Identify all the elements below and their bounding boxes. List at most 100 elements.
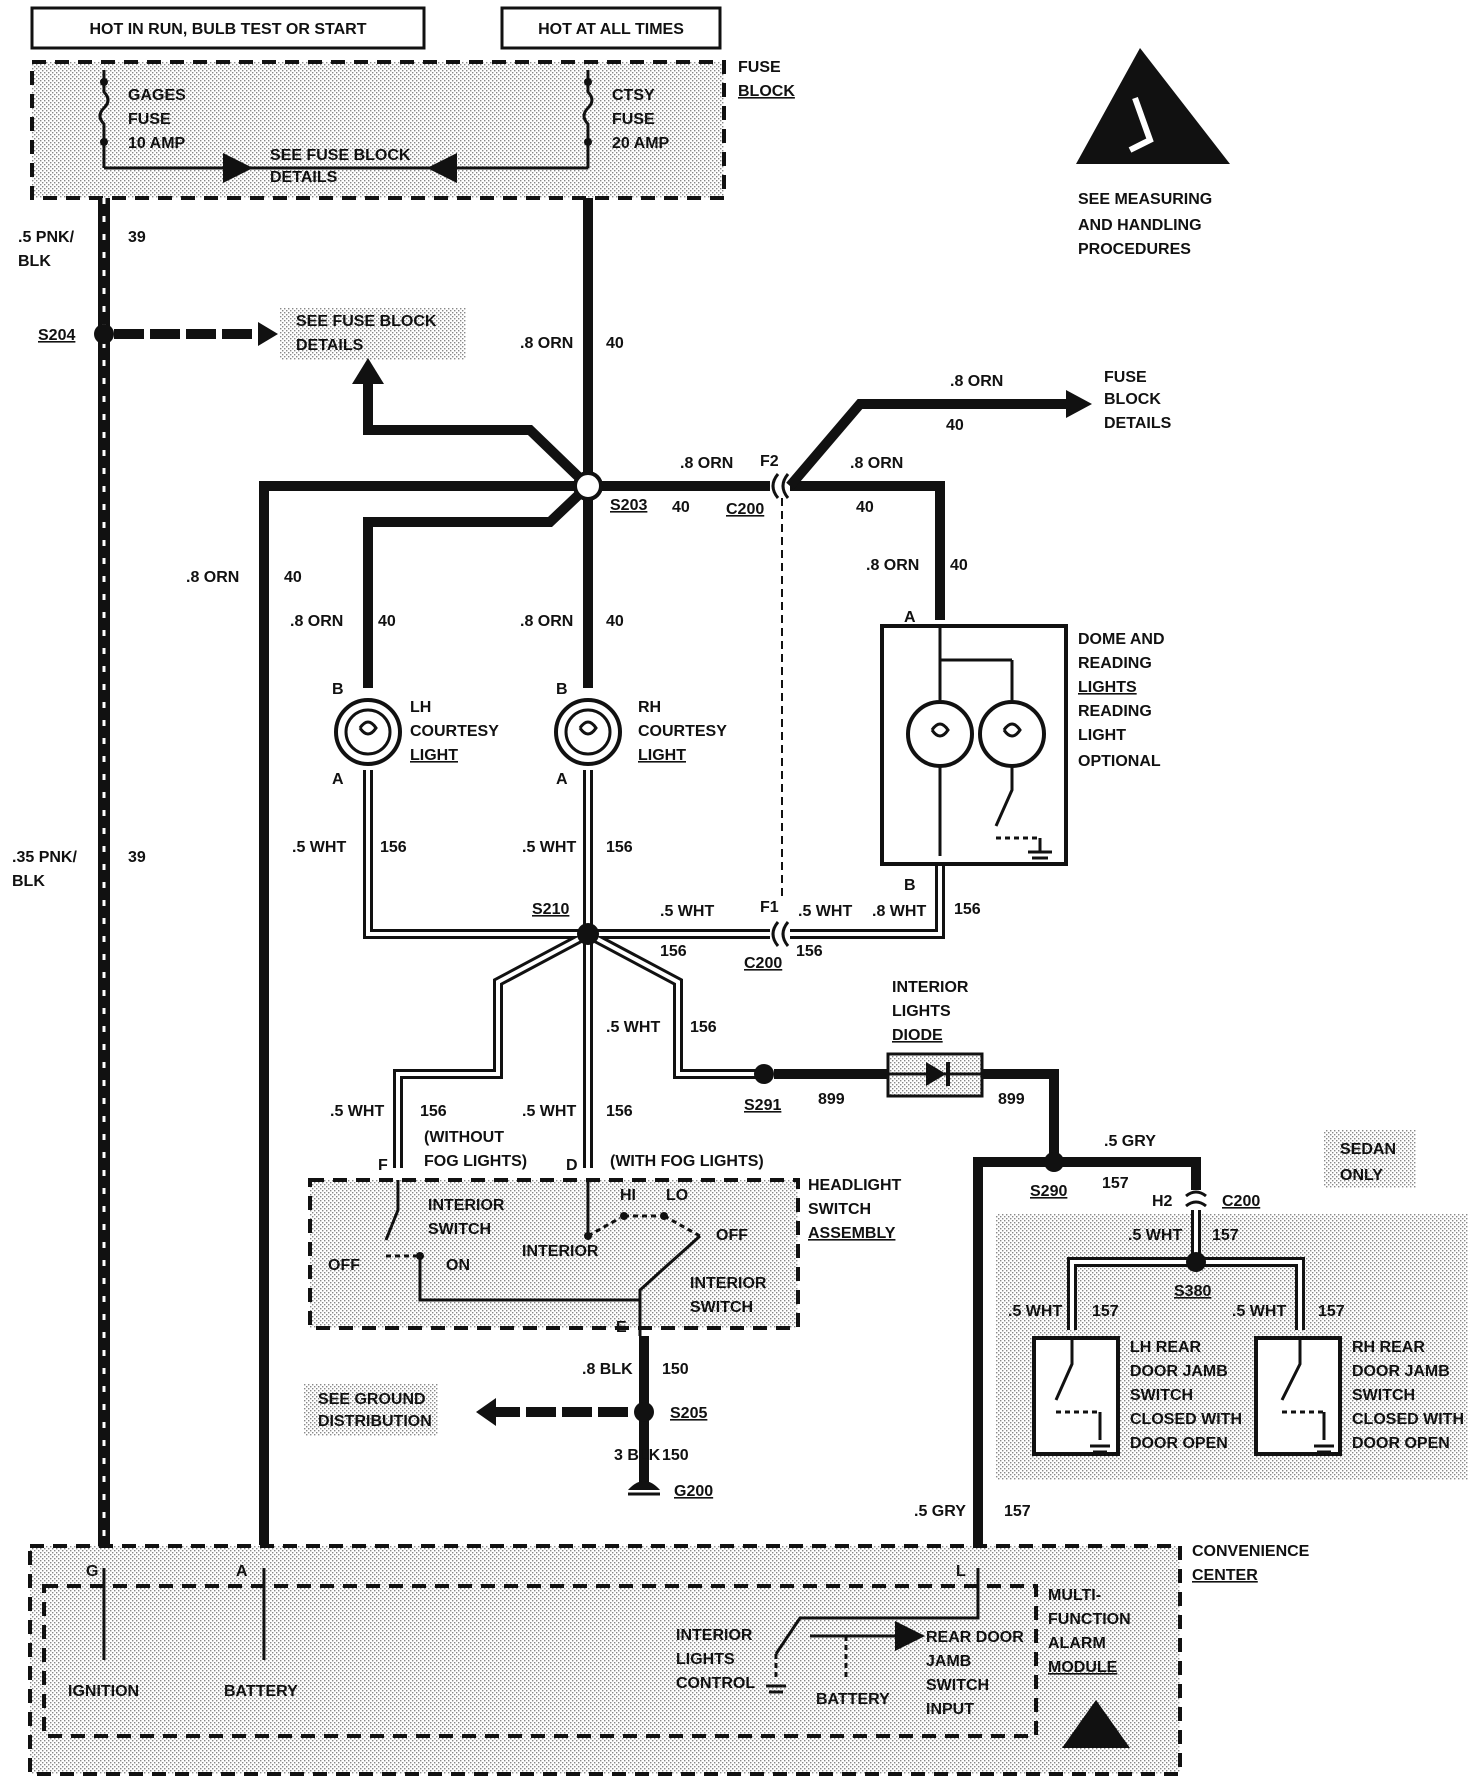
svg-text:INTERIOR: INTERIOR bbox=[522, 1243, 599, 1260]
svg-text:MODULE: MODULE bbox=[1048, 1659, 1118, 1676]
svg-text:10 AMP: 10 AMP bbox=[128, 135, 186, 152]
svg-text:C200: C200 bbox=[1222, 1193, 1260, 1210]
svg-text:ALARM: ALARM bbox=[1048, 1635, 1106, 1652]
svg-text:S210: S210 bbox=[532, 901, 569, 918]
svg-text:HOT AT ALL TIMES: HOT AT ALL TIMES bbox=[538, 21, 684, 38]
svg-text:ON: ON bbox=[446, 1257, 470, 1274]
svg-text:40: 40 bbox=[378, 613, 396, 630]
lh-courtesy-light: B A LH COURTESY LIGHT bbox=[332, 681, 499, 788]
svg-text:CONTROL: CONTROL bbox=[676, 1675, 755, 1692]
splice-s203: S203 bbox=[573, 471, 647, 514]
sedan-only-region: SEDAN ONLY H2 C200 S380 .5 WHT 157 .5 WH… bbox=[996, 1130, 1468, 1480]
svg-text:BLK: BLK bbox=[12, 873, 45, 890]
svg-text:156: 156 bbox=[606, 839, 633, 856]
svg-text:HOT IN RUN, BULB TEST OR START: HOT IN RUN, BULB TEST OR START bbox=[89, 21, 366, 38]
header-hot-in-run: HOT IN RUN, BULB TEST OR START bbox=[30, 6, 426, 50]
svg-text:SEE FUSE BLOCK: SEE FUSE BLOCK bbox=[270, 147, 411, 164]
connector-c200-f1: F1 C200 bbox=[744, 899, 790, 972]
svg-text:.5 WHT: .5 WHT bbox=[1008, 1303, 1062, 1320]
svg-text:40: 40 bbox=[284, 569, 302, 586]
svg-text:899: 899 bbox=[818, 1091, 845, 1108]
svg-text:.5 GRY: .5 GRY bbox=[1104, 1133, 1156, 1150]
wire-150: SEE GROUND DISTRIBUTION .8 BLK 150 S205 … bbox=[304, 1336, 713, 1500]
svg-text:.8 BLK: .8 BLK bbox=[582, 1361, 633, 1378]
svg-text:C200: C200 bbox=[726, 501, 764, 518]
svg-text:.5 GRY: .5 GRY bbox=[914, 1503, 966, 1520]
svg-text:.35 PNK/: .35 PNK/ bbox=[12, 849, 77, 866]
fog-notes: (WITHOUT FOG LIGHTS) (WITH FOG LIGHTS) bbox=[424, 1129, 764, 1170]
svg-text:FUNCTION: FUNCTION bbox=[1048, 1611, 1131, 1628]
svg-text:156: 156 bbox=[796, 943, 823, 960]
svg-text:BLOCK: BLOCK bbox=[738, 83, 795, 100]
svg-text:ASSEMBLY: ASSEMBLY bbox=[808, 1225, 896, 1242]
svg-text:FUSE: FUSE bbox=[612, 111, 655, 128]
svg-text:MULTI-: MULTI- bbox=[1048, 1587, 1101, 1604]
svg-text:BATTERY: BATTERY bbox=[224, 1683, 298, 1700]
svg-text:CENTER: CENTER bbox=[1192, 1567, 1258, 1584]
svg-text:DOME AND: DOME AND bbox=[1078, 631, 1165, 648]
svg-text:OPTIONAL: OPTIONAL bbox=[1078, 753, 1161, 770]
svg-text:DOOR OPEN: DOOR OPEN bbox=[1352, 1435, 1450, 1452]
svg-text:LIGHTS: LIGHTS bbox=[676, 1651, 735, 1668]
svg-text:SEE GROUND: SEE GROUND bbox=[318, 1391, 426, 1408]
svg-text:A: A bbox=[904, 609, 916, 626]
svg-text:C200: C200 bbox=[744, 955, 782, 972]
svg-text:LIGHTS: LIGHTS bbox=[1078, 679, 1137, 696]
rh-courtesy-light: B A RH COURTESY LIGHT bbox=[554, 681, 727, 788]
svg-text:SEE FUSE BLOCK: SEE FUSE BLOCK bbox=[296, 313, 437, 330]
svg-text:BLK: BLK bbox=[18, 253, 51, 270]
svg-text:A: A bbox=[236, 1563, 248, 1580]
svg-text:.8 ORN: .8 ORN bbox=[950, 373, 1003, 390]
svg-text:S290: S290 bbox=[1030, 1183, 1067, 1200]
svg-text:.5 WHT: .5 WHT bbox=[660, 903, 714, 920]
splice-s210: S210 bbox=[532, 901, 599, 945]
wire-40: .8 ORN 40 .8 ORN 40 .8 ORN 40 .8 ORN 40 … bbox=[186, 198, 1172, 1545]
svg-text:.8 ORN: .8 ORN bbox=[866, 557, 919, 574]
svg-text:DOOR OPEN: DOOR OPEN bbox=[1130, 1435, 1228, 1452]
wire-39: .5 PNK/ BLK 39 .35 PNK/ BLK 39 bbox=[12, 198, 146, 1568]
connector-c200-f2: F2 C200 bbox=[726, 453, 790, 900]
svg-text:F2: F2 bbox=[760, 453, 779, 470]
svg-text:157: 157 bbox=[1004, 1503, 1031, 1520]
svg-text:156: 156 bbox=[954, 901, 981, 918]
svg-text:150: 150 bbox=[662, 1361, 689, 1378]
svg-text:.5 WHT: .5 WHT bbox=[798, 903, 852, 920]
svg-text:156: 156 bbox=[606, 1103, 633, 1120]
svg-text:40: 40 bbox=[946, 417, 964, 434]
svg-text:.5 WHT: .5 WHT bbox=[606, 1019, 660, 1036]
svg-text:.5 WHT: .5 WHT bbox=[522, 839, 576, 856]
svg-text:E: E bbox=[616, 1319, 627, 1336]
svg-text:BLOCK: BLOCK bbox=[1104, 391, 1161, 408]
svg-text:ONLY: ONLY bbox=[1340, 1167, 1383, 1184]
svg-text:LH: LH bbox=[410, 699, 431, 716]
convenience-center: CONVENIENCE CENTER G A L MULTI- FUNCTION… bbox=[28, 1543, 1310, 1776]
svg-text:CLOSED WITH: CLOSED WITH bbox=[1130, 1411, 1242, 1428]
svg-text:AND HANDLING: AND HANDLING bbox=[1078, 217, 1202, 234]
esd-warning-icon: SEE MEASURING AND HANDLING PROCEDURES bbox=[1076, 48, 1230, 258]
svg-text:INPUT: INPUT bbox=[926, 1701, 974, 1718]
wire-157: S290 .5 GRY 157 .5 GRY 157 bbox=[914, 1133, 1201, 1568]
svg-text:.5 WHT: .5 WHT bbox=[1232, 1303, 1286, 1320]
svg-text:.8 ORN: .8 ORN bbox=[680, 455, 733, 472]
svg-text:(WITH FOG LIGHTS): (WITH FOG LIGHTS) bbox=[610, 1153, 764, 1170]
svg-text:INTERIOR: INTERIOR bbox=[690, 1275, 767, 1292]
svg-text:156: 156 bbox=[690, 1019, 717, 1036]
svg-text:DOOR JAMB: DOOR JAMB bbox=[1130, 1363, 1228, 1380]
svg-text:RH: RH bbox=[638, 699, 661, 716]
svg-text:.5 WHT: .5 WHT bbox=[522, 1103, 576, 1120]
svg-text:.8 ORN: .8 ORN bbox=[290, 613, 343, 630]
svg-text:HI: HI bbox=[620, 1187, 636, 1204]
svg-text:S291: S291 bbox=[744, 1097, 781, 1114]
svg-text:READING: READING bbox=[1078, 703, 1152, 720]
svg-text:39: 39 bbox=[128, 849, 146, 866]
svg-text:SEE MEASURING: SEE MEASURING bbox=[1078, 191, 1212, 208]
svg-text:DISTRIBUTION: DISTRIBUTION bbox=[318, 1413, 432, 1430]
svg-text:LIGHTS: LIGHTS bbox=[892, 1003, 951, 1020]
svg-text:.5 WHT: .5 WHT bbox=[330, 1103, 384, 1120]
svg-text:HEADLIGHT: HEADLIGHT bbox=[808, 1177, 902, 1194]
svg-text:SWITCH: SWITCH bbox=[926, 1677, 989, 1694]
svg-text:40: 40 bbox=[606, 335, 624, 352]
svg-text:GAGES: GAGES bbox=[128, 87, 186, 104]
svg-text:COURTESY: COURTESY bbox=[638, 723, 727, 740]
svg-text:LIGHT: LIGHT bbox=[1078, 727, 1126, 744]
